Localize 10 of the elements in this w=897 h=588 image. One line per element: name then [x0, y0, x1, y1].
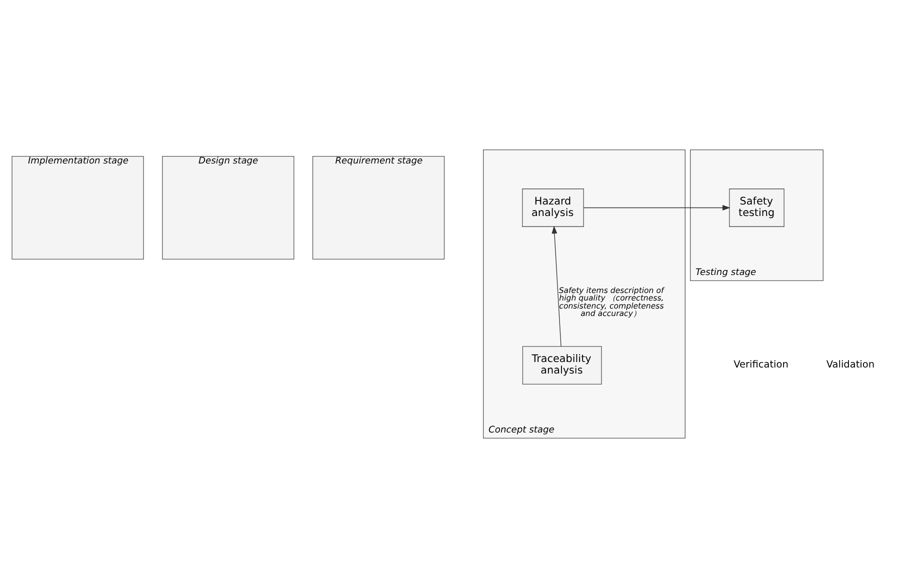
label: Verification — [734, 360, 788, 371]
node-box: Requirement stage — [312, 156, 445, 260]
node-box: Safety testing — [729, 188, 784, 227]
node-box: Design stage — [162, 156, 294, 260]
node-box: Hazard analysis — [522, 188, 584, 227]
label: Validation — [826, 360, 875, 371]
arrow — [552, 226, 562, 347]
node-box: Implementation stage — [12, 156, 144, 260]
node-box: Traceability analysis — [522, 346, 602, 384]
arrow — [583, 205, 730, 210]
